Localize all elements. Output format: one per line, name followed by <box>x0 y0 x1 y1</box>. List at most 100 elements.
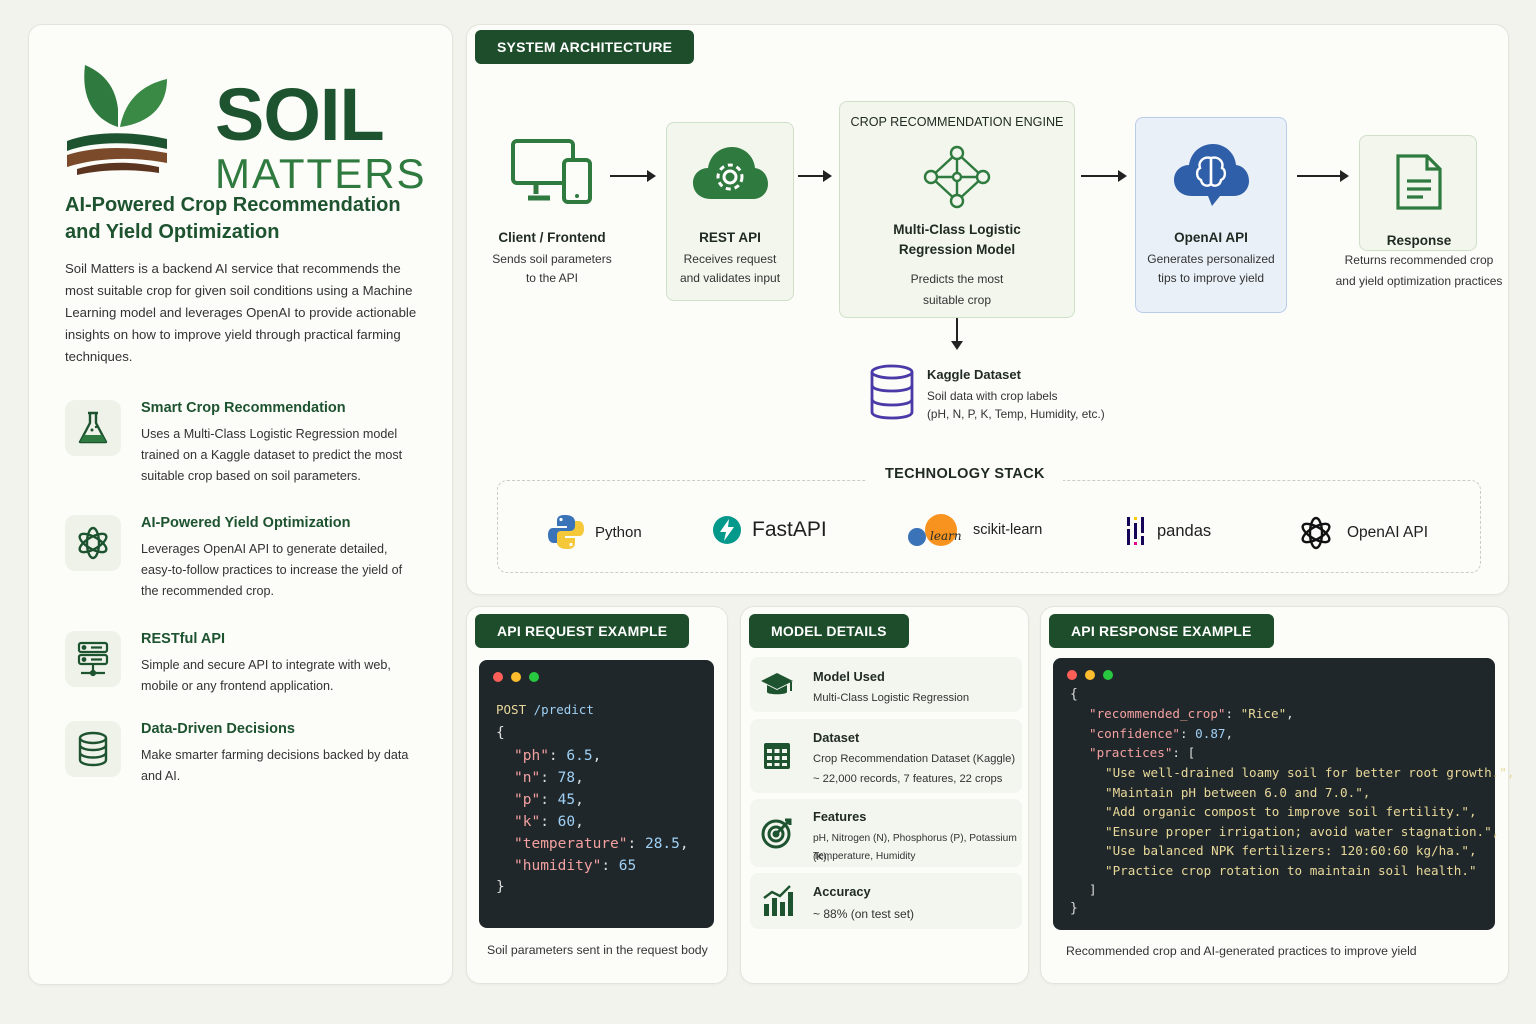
tech-python: Python <box>547 513 642 551</box>
response-crop-line: "recommended_crop": "Rice", <box>1089 706 1294 721</box>
model-row-line: pH, Nitrogen (N), Phosphorus (P), Potass… <box>813 833 1017 863</box>
practice-line: "Add organic compost to improve soil fer… <box>1105 804 1477 820</box>
node-desc: Sends soil parameters to the API <box>492 252 612 285</box>
practice-line: "Practice crop rotation to maintain soil… <box>1105 863 1477 878</box>
python-icon <box>548 515 584 549</box>
code-brace: } <box>1070 901 1078 916</box>
response-code-block: { "recommended_crop": "Rice", "confidenc… <box>1053 658 1514 930</box>
request-field-line: "k": 60, <box>514 814 584 830</box>
node-client: Client / Frontend Sends soil parameters … <box>477 230 627 288</box>
tech-label: pandas <box>1157 521 1212 540</box>
tech-pandas: pandas <box>1125 515 1211 547</box>
node-title: Client / Frontend <box>498 230 606 245</box>
model-row-title: Accuracy <box>813 884 871 899</box>
leaf-soil-logo-icon <box>67 65 167 175</box>
feature-title: Data-Driven Decisions <box>141 721 295 737</box>
request-endpoint: POST /predict <box>496 702 594 717</box>
model-row-title: Features <box>813 809 867 824</box>
tech-openai: OpenAI API <box>1295 512 1428 554</box>
json-value: 60 <box>557 814 576 830</box>
model-row-accuracy: Accuracy ~ 88% (on test set) <box>750 873 1022 929</box>
pandas-icon <box>1127 517 1144 545</box>
kaggle-database-icon <box>870 364 914 420</box>
bar-chart-icon <box>750 873 804 929</box>
cloud-gear-icon <box>693 147 768 199</box>
practice-line: "Use well-drained loamy soil for better … <box>1105 765 1515 780</box>
code-brace: { <box>1070 687 1078 702</box>
model-row-line: Crop Recommendation Dataset (Kaggle) <box>813 753 1016 765</box>
engine-heading: CROP RECOMMENDATION ENGINE <box>850 115 1064 129</box>
model-row-line: ~ 22,000 records, 7 features, 22 crops <box>813 773 1003 785</box>
node-label: Response Returns recommended crop and yi… <box>1335 233 1503 292</box>
json-value: 45 <box>557 792 576 808</box>
brand-name-sub: MATTERS <box>215 150 427 197</box>
json-value: 78 <box>557 770 576 786</box>
intro-panel: SOIL MATTERS AI-Powered Crop Recommendat… <box>28 24 453 985</box>
dataset-title: Kaggle Dataset <box>927 367 1021 382</box>
tech-scikit-learn: learn scikit-learn <box>907 513 1042 547</box>
window-dots <box>493 672 539 682</box>
response-title: API RESPONSE EXAMPLE <box>1049 614 1274 648</box>
model-title: MODEL DETAILS <box>749 614 909 648</box>
tech-label: FastAPI <box>752 518 827 541</box>
response-panel: API RESPONSE EXAMPLE { "recommended_crop… <box>1040 606 1514 984</box>
model-row-line: Temperature, Humidity <box>813 851 916 862</box>
code-brace: { <box>496 725 505 741</box>
json-bracket: ] <box>1089 882 1097 897</box>
request-method: POST <box>496 702 527 717</box>
json-bracket: [ <box>1187 745 1196 760</box>
feature-title: Smart Crop Recommendation <box>141 400 346 416</box>
node-title: REST API <box>699 230 761 245</box>
node-desc: Returns recommended crop and yield optim… <box>1335 253 1503 288</box>
json-key: "confidence" <box>1089 726 1180 741</box>
model-row-title: Model Used <box>813 669 885 684</box>
scikit-learn-mark: learn <box>930 529 962 543</box>
practice-line: "Use balanced NPK fertilizers: 120:60:60… <box>1105 843 1477 859</box>
response-confidence-line: "confidence": 0.87, <box>1089 726 1234 741</box>
tech-label: Python <box>595 523 642 541</box>
response-practices-line: "practices": [ <box>1089 745 1196 760</box>
node-crop-engine <box>839 101 1075 318</box>
arrow-head <box>951 341 963 350</box>
json-value: 28.5 <box>644 836 680 852</box>
json-key: "p" <box>514 792 541 808</box>
json-value: 6.5 <box>566 748 593 764</box>
openai-logo-icon <box>1301 516 1331 550</box>
request-field-line: "temperature": 28.5, <box>514 836 689 852</box>
request-panel: API REQUEST EXAMPLE POST /predict { "ph"… <box>466 606 728 984</box>
feature-desc: Leverages OpenAI API to generate detaile… <box>141 542 403 598</box>
model-row-features: Features pH, Nitrogen (N), Phosphorus (P… <box>750 799 1022 867</box>
dataset-line2: (pH, N, P, K, Temp, Humidity, etc.) <box>927 407 1105 421</box>
request-code-block: POST /predict { "ph": 6.5,"n": 78,"p": 4… <box>479 660 714 928</box>
json-key: "temperature" <box>514 836 628 852</box>
arrow-down <box>956 318 958 346</box>
dataset-info: Kaggle Dataset Soil data with crop label… <box>927 367 1105 421</box>
json-key: "k" <box>514 814 541 830</box>
json-key: "recommended_crop" <box>1089 706 1226 721</box>
feature-title: AI-Powered Yield Optimization <box>141 515 351 531</box>
node-desc: Predicts the most suitable crop <box>910 272 1004 307</box>
feature-desc: Make smarter farming decisions backed by… <box>141 748 409 783</box>
monitor-phone-icon <box>511 139 592 204</box>
feature-title: RESTful API <box>141 631 226 647</box>
json-value: 0.87 <box>1195 726 1226 741</box>
json-value: 65 <box>618 858 637 874</box>
spreadsheet-icon <box>750 719 804 793</box>
tech-label: scikit-learn <box>973 522 1043 538</box>
request-field-line: "n": 78, <box>514 770 584 786</box>
json-sep: , <box>592 748 602 764</box>
cloud-brain-icon <box>1174 144 1249 206</box>
brand-name: SOIL <box>215 73 385 156</box>
flask-icon <box>65 400 121 456</box>
request-field-line: "p": 45, <box>514 792 584 808</box>
feature-desc: Simple and secure API to integrate with … <box>141 658 391 693</box>
request-caption: Soil parameters sent in the request body <box>487 943 708 957</box>
tech-fastapi: FastAPI <box>712 515 827 545</box>
json-value: "Rice" <box>1240 706 1287 721</box>
json-key: "n" <box>514 770 541 786</box>
json-key: "practices" <box>1089 745 1173 760</box>
node-title: Response <box>1386 233 1452 248</box>
model-row-dataset: Dataset Crop Recommendation Dataset (Kag… <box>750 719 1022 793</box>
request-path: /predict <box>533 702 594 717</box>
request-field-line: "humidity": 65 <box>514 858 637 874</box>
